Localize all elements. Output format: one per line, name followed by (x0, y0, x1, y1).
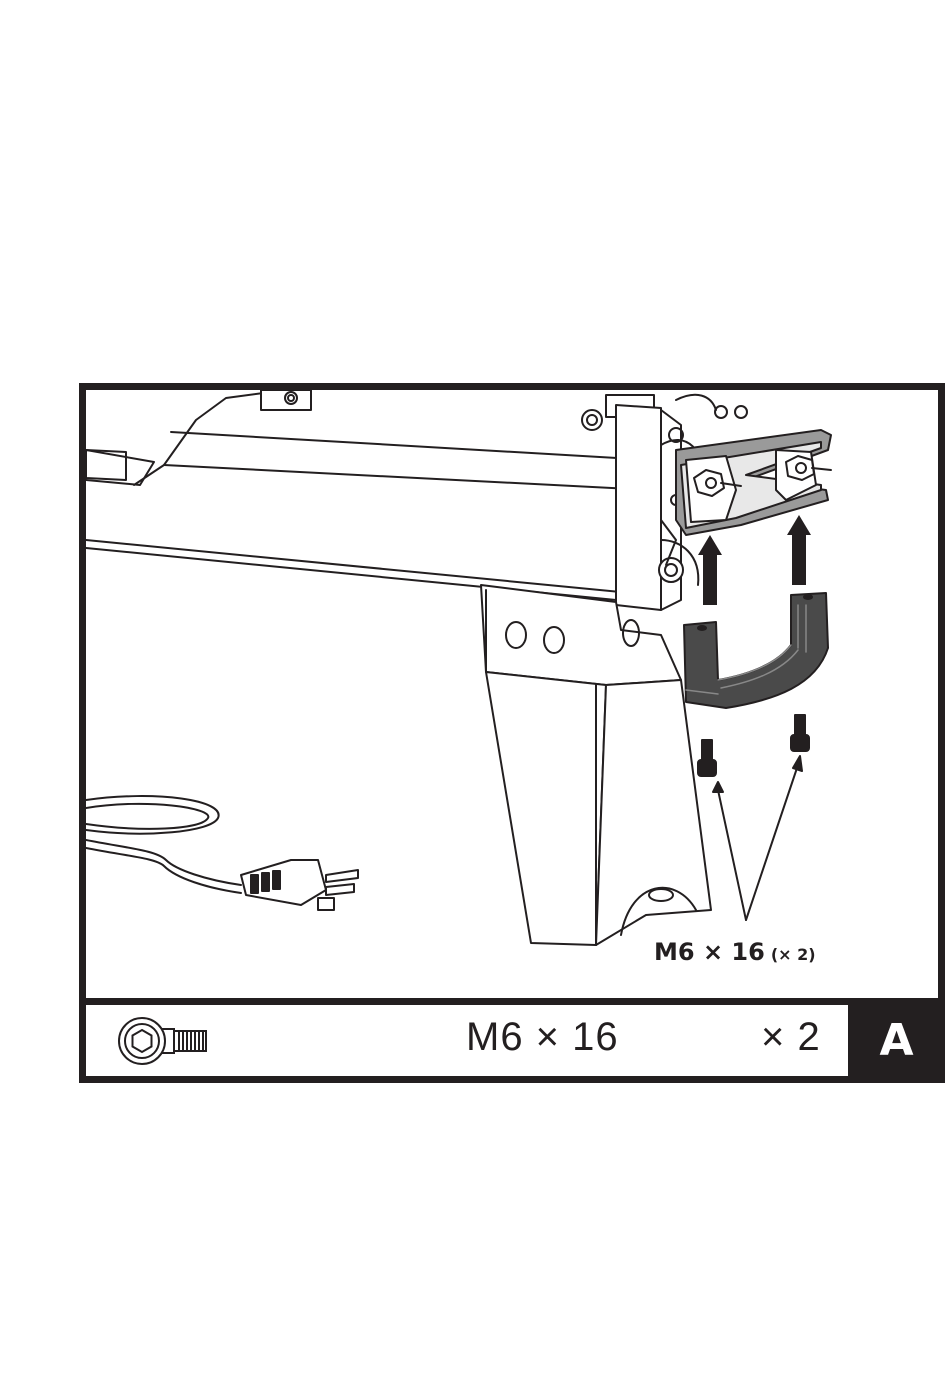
parts-row: M6 × 16 × 2 (86, 1005, 855, 1076)
m6-screws (698, 715, 809, 776)
callout-quantity: (× 2) (771, 945, 816, 964)
step-indicator: A (855, 1005, 938, 1076)
step-panel: M6 × 16(× 2) M (79, 383, 945, 1083)
upper-bracket (676, 430, 831, 535)
screw-callout-label: M6 × 16 (× 2) (654, 938, 816, 966)
callout-leader-lines (713, 756, 802, 920)
assembly-illustration (86, 390, 938, 998)
hex-socket-bolt-icon (116, 1015, 211, 1067)
parts-bar: M6 × 16 × 2 A (86, 1005, 938, 1076)
power-cord (86, 796, 358, 910)
table-body (86, 390, 654, 605)
callout-size: M6 × 16 (654, 938, 765, 966)
u-handle-part (684, 593, 828, 708)
part-size-label: M6 × 16 (466, 1015, 619, 1060)
part-quantity-label: × 2 (761, 1015, 821, 1060)
panel-divider (86, 998, 938, 1005)
table-leg (481, 585, 711, 945)
step-letter: A (855, 1005, 938, 1076)
